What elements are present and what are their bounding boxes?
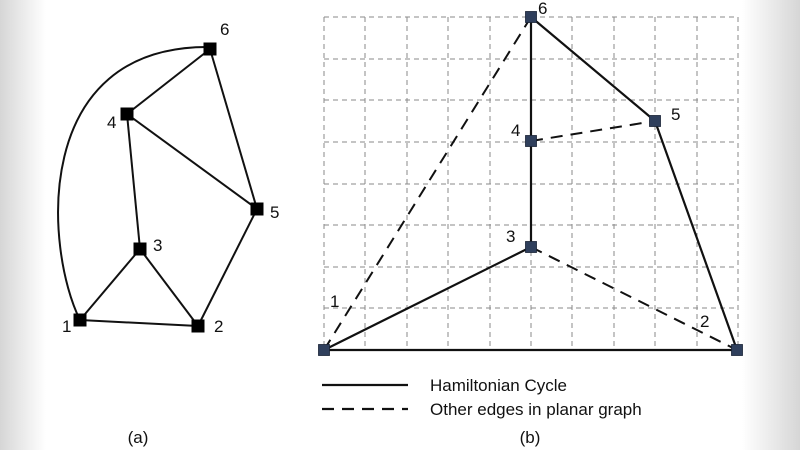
node-b-3 <box>525 241 537 253</box>
edge-a-3-4 <box>126 113 141 250</box>
node-a-6 <box>203 42 217 56</box>
node-a-1 <box>73 313 87 327</box>
edge-a-1-2 <box>79 319 199 327</box>
panel-a: 1 2 3 4 5 6 (a) <box>57 20 279 447</box>
node-a-label-2: 2 <box>214 317 223 336</box>
node-a-4 <box>120 107 134 121</box>
node-a-2 <box>191 319 205 333</box>
node-a-3 <box>133 242 147 256</box>
node-a-label-4: 4 <box>107 113 116 132</box>
edge-b-ham-2-5 <box>653 120 739 351</box>
edge-a-4-6 <box>126 48 211 115</box>
panel-a-labels: 1 2 3 4 5 6 <box>62 20 279 336</box>
right-shadow <box>742 0 800 450</box>
panel-b-nodes <box>318 11 743 356</box>
panel-a-caption: (a) <box>128 428 149 447</box>
node-a-label-3: 3 <box>153 236 162 255</box>
node-b-label-3: 3 <box>506 227 515 246</box>
node-b-label-2: 2 <box>700 312 709 331</box>
node-b-2 <box>731 344 743 356</box>
edge-b-ham-5-6 <box>530 16 656 122</box>
edge-b-other-1-6 <box>323 16 532 351</box>
node-b-5 <box>649 115 661 127</box>
panel-a-nodes <box>73 42 264 333</box>
node-b-label-5: 5 <box>671 105 680 124</box>
node-b-4 <box>525 135 537 147</box>
edge-a-1-3 <box>79 248 141 321</box>
node-a-5 <box>250 202 264 216</box>
edge-a-5-2 <box>197 208 258 327</box>
panel-b-labels: 1 2 3 4 5 6 <box>330 0 709 331</box>
panel-b: 1 2 3 4 5 6 Hamiltonian Cycle Other edges in … <box>318 0 743 447</box>
panel-b-edges <box>323 16 739 352</box>
node-a-label-1: 1 <box>62 317 71 336</box>
edge-b-other-4-5 <box>530 120 656 142</box>
node-a-label-6: 6 <box>220 20 229 39</box>
legend-dashed-label: Other edges in planar graph <box>430 400 642 419</box>
panel-a-edges <box>57 45 258 327</box>
edge-b-ham-3-1 <box>323 246 532 351</box>
node-b-label-4: 4 <box>511 121 520 140</box>
edge-a-2-3 <box>139 248 199 327</box>
legend: Hamiltonian Cycle Other edges in planar … <box>322 376 642 419</box>
legend-solid-label: Hamiltonian Cycle <box>430 376 567 395</box>
node-b-label-6: 6 <box>538 0 547 18</box>
edge-a-4-5 <box>126 113 258 210</box>
node-b-label-1: 1 <box>330 292 339 311</box>
node-b-6 <box>525 11 537 23</box>
edge-b-other-3-2 <box>530 246 738 351</box>
panel-b-caption: (b) <box>520 428 541 447</box>
edge-a-6-5 <box>209 48 258 210</box>
left-shadow <box>0 0 46 450</box>
node-a-label-5: 5 <box>270 203 279 222</box>
node-b-1 <box>318 344 330 356</box>
edge-a-1-6 <box>57 45 211 321</box>
